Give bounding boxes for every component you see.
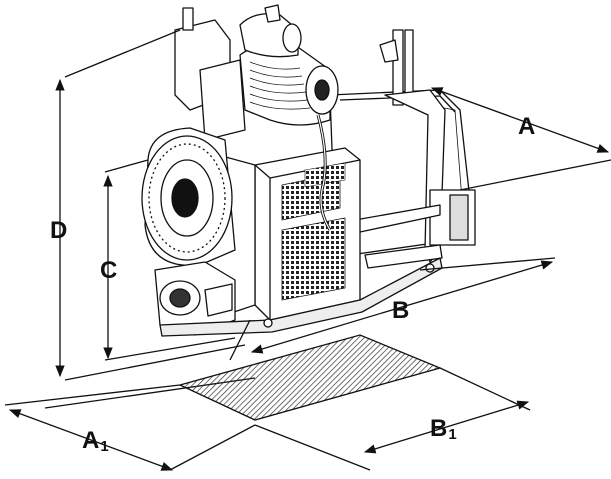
label-a1: A1 <box>82 427 109 455</box>
label-b1: B1 <box>430 415 457 443</box>
machine-cabinet <box>254 147 361 321</box>
label-c: C <box>100 257 117 284</box>
machine-pump <box>154 261 236 336</box>
dimension-b-line <box>250 260 554 354</box>
label-b: B <box>392 297 409 324</box>
machine-illustration <box>141 4 476 337</box>
label-b1-sub: 1 <box>448 426 456 443</box>
dimension-b1-line <box>363 400 530 454</box>
label-a1-sub: 1 <box>100 438 108 455</box>
floor-footprint <box>178 334 442 421</box>
machine-motor <box>174 4 339 141</box>
label-a: A <box>518 113 535 140</box>
label-a1-main: A <box>82 427 99 454</box>
label-d: D <box>50 217 67 244</box>
machine-fan-housing <box>141 127 236 267</box>
dimension-a-line <box>430 87 610 153</box>
dimension-a1-line <box>8 409 174 471</box>
label-b1-main: B <box>430 415 447 442</box>
machine-rear-frame <box>379 29 476 263</box>
